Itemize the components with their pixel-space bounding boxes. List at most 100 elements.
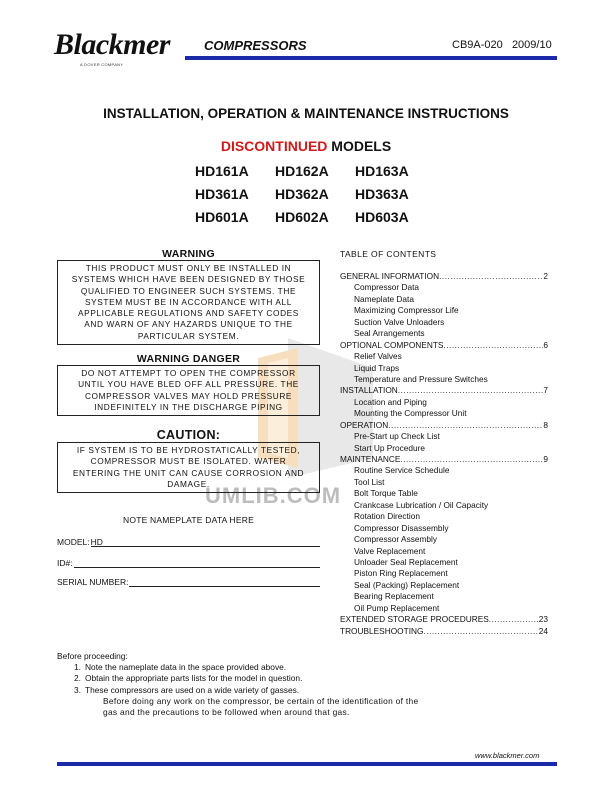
caution-line: DAMAGE. bbox=[167, 478, 210, 489]
danger-line: DO NOT ATTEMPT TO OPEN THE COMPRESSOR bbox=[81, 368, 296, 378]
caution-text: IF SYSTEM IS TO BE HYDROSTATICALLY TESTE… bbox=[57, 442, 320, 494]
caution-heading: CAUTION: bbox=[156, 428, 221, 442]
toc-entry-text: MAINTENANCE bbox=[340, 454, 401, 464]
toc-entry-text: Pre-Start up Check List bbox=[354, 431, 440, 442]
warning-line: PARTICULAR SYSTEM. bbox=[137, 330, 240, 341]
toc-entry-text: Bearing Replacement bbox=[354, 591, 434, 602]
toc-entry-text: Mounting the Compressor Unit bbox=[354, 408, 467, 419]
toc-entry-text: Location and Piping bbox=[354, 396, 427, 407]
toc-leader-dots: ........................................… bbox=[388, 419, 544, 430]
serial-field: SERIAL NUMBER: bbox=[57, 577, 320, 587]
note-continuation: Before doing any work on the compressor,… bbox=[103, 695, 419, 706]
toc-subentry[interactable]: Seal (Packing) Replacement bbox=[340, 580, 548, 591]
warning-line: AND WARN OF ANY HAZARDS UNIQUE TO THE bbox=[84, 319, 293, 330]
toc-entry[interactable]: GENERAL INFORMATION.....................… bbox=[340, 271, 548, 282]
toc-entry-text: EXTENDED STORAGE PROCEDURES bbox=[340, 614, 489, 625]
model-name: HD602A bbox=[275, 209, 329, 225]
model-name: HD163A bbox=[355, 163, 409, 179]
toc-subentry[interactable]: Routine Service Schedule bbox=[340, 465, 548, 476]
toc-entry-text: Tool List bbox=[354, 476, 385, 487]
model-row: HD161A HD162A HD163A bbox=[195, 163, 435, 186]
toc-subentry[interactable]: Valve Replacement bbox=[340, 546, 548, 557]
footer-rule bbox=[57, 762, 557, 766]
toc-leader-dots: ........................................… bbox=[439, 271, 543, 281]
model-field-value[interactable]: HD bbox=[90, 537, 320, 547]
warning-text: THIS PRODUCT MUST ONLY BE INSTALLED IN S… bbox=[57, 260, 320, 346]
page-header: Blackmer A DOVER COMPANY COMPRESSORS CB9… bbox=[0, 0, 612, 80]
footer-url[interactable]: www.blackmer.com bbox=[475, 751, 540, 760]
toc-subentry[interactable]: Compressor Data bbox=[340, 282, 548, 293]
toc-entry-text: GENERAL INFORMATION bbox=[340, 271, 440, 281]
toc-title: TABLE OF CONTENTS bbox=[340, 249, 437, 259]
toc-entry-text: Nameplate Data bbox=[354, 293, 414, 304]
toc-entry[interactable]: OPTIONAL COMPONENTS.....................… bbox=[340, 340, 548, 351]
doc-date: 2009/10 bbox=[511, 39, 552, 51]
note-number: 1. bbox=[74, 662, 81, 673]
warning-line: THIS PRODUCT MUST ONLY BE INSTALLED IN bbox=[85, 263, 292, 273]
toc-page-number: 24 bbox=[538, 625, 548, 636]
toc-entry-text: Piston Ring Replacement bbox=[354, 568, 448, 579]
toc-subentry[interactable]: Location and Piping bbox=[340, 397, 548, 408]
discontinued-label: DISCONTINUED bbox=[220, 138, 328, 154]
toc-page-number: 9 bbox=[543, 454, 548, 464]
toc-entry-text: Bolt Torque Table bbox=[354, 488, 418, 499]
toc-subentry[interactable]: Compressor Assembly bbox=[340, 534, 548, 545]
serial-field-value[interactable] bbox=[129, 577, 320, 587]
toc-subentry[interactable]: Relief Valves bbox=[340, 351, 548, 362]
toc-subentry[interactable]: Bolt Torque Table bbox=[340, 488, 548, 499]
toc-subentry[interactable]: Temperature and Pressure Switches bbox=[340, 374, 548, 385]
toc-entry[interactable]: INSTALLATION............................… bbox=[340, 385, 548, 396]
toc-subentry[interactable]: Maximizing Compressor Life bbox=[340, 305, 548, 316]
danger-line: COMPRESSOR VALVES MAY HOLD PRESSURE bbox=[84, 390, 293, 401]
toc-subentry[interactable]: Nameplate Data bbox=[340, 294, 548, 305]
toc-leader-dots: ........................................… bbox=[443, 339, 543, 350]
note-number: 3. bbox=[74, 684, 81, 695]
warning-box: WARNING THIS PRODUCT MUST ONLY BE INSTAL… bbox=[57, 248, 320, 346]
toc-subentry[interactable]: Piston Ring Replacement bbox=[340, 568, 548, 579]
toc-leader-dots: ........................................… bbox=[400, 454, 544, 464]
toc-subentry[interactable]: Pre-Start up Check List bbox=[340, 431, 548, 442]
toc-subentry[interactable]: Suction Valve Unloaders bbox=[340, 317, 548, 328]
toc-subentry[interactable]: Liquid Traps bbox=[340, 363, 548, 374]
toc-subentry[interactable]: Rotation Direction bbox=[340, 511, 548, 522]
warning-line: SYSTEMS WHICH HAVE BEEN DESIGNED BY THOS… bbox=[71, 274, 306, 285]
toc-entry-text: INSTALLATION bbox=[340, 385, 398, 396]
toc-subentry[interactable]: Oil Pump Replacement bbox=[340, 603, 548, 614]
warning-line: APPLICABLE REGULATIONS AND SAFETY CODES bbox=[78, 308, 299, 319]
note-text: Note the nameplate data in the space pro… bbox=[85, 662, 287, 673]
toc-entry[interactable]: OPERATION...............................… bbox=[340, 420, 548, 431]
model-name: HD601A bbox=[195, 209, 249, 225]
toc-entry[interactable]: MAINTENANCE.............................… bbox=[340, 454, 548, 465]
note-text: These compressors are used on a wide var… bbox=[85, 684, 300, 695]
notes-section: Before proceeding: 1. Note the nameplate… bbox=[57, 651, 527, 718]
toc-subentry[interactable]: Seal Arrangements bbox=[340, 328, 548, 339]
toc-subentry[interactable]: Unloader Seal Replacement bbox=[340, 557, 548, 568]
note-text: Obtain the appropriate parts lists for t… bbox=[85, 673, 303, 684]
toc-entry[interactable]: TROUBLESHOOTING.........................… bbox=[340, 626, 548, 637]
danger-line: UNTIL YOU HAVE BLED OFF ALL PRESSURE. TH… bbox=[78, 379, 299, 390]
note-number: 2. bbox=[74, 673, 81, 684]
toc-entry[interactable]: EXTENDED STORAGE PROCEDURES.............… bbox=[340, 614, 548, 625]
id-field: ID#: bbox=[57, 558, 320, 568]
model-field: MODEL: HD bbox=[57, 537, 320, 547]
danger-heading: WARNING DANGER bbox=[136, 353, 241, 365]
caution-line: COMPRESSOR MUST BE ISOLATED. WATER bbox=[90, 456, 287, 467]
toc-subentry[interactable]: Crankcase Lubrication / Oil Capacity bbox=[340, 500, 548, 511]
toc-subentry[interactable]: Tool List bbox=[340, 477, 548, 488]
id-field-value[interactable] bbox=[73, 558, 320, 568]
model-name: HD603A bbox=[355, 209, 409, 225]
toc-page-number: 7 bbox=[543, 385, 548, 396]
model-name: HD162A bbox=[275, 163, 329, 179]
toc-subentry[interactable]: Start Up Procedure bbox=[340, 443, 548, 454]
caution-line: ENTERING THE UNIT CAN CAUSE CORROSION AN… bbox=[72, 467, 305, 478]
toc-entry-text: Maximizing Compressor Life bbox=[354, 305, 459, 316]
toc-subentry[interactable]: Mounting the Compressor Unit bbox=[340, 408, 548, 419]
toc-subentry[interactable]: Compressor Disassembly bbox=[340, 523, 548, 534]
toc-page-number: 2 bbox=[543, 271, 548, 281]
models-heading: DISCONTINUED MODELS bbox=[0, 138, 612, 154]
serial-field-label: SERIAL NUMBER: bbox=[57, 577, 129, 587]
header-doc-number: CB9A-020 2009/10 bbox=[452, 39, 552, 51]
danger-box: WARNING DANGER DO NOT ATTEMPT TO OPEN TH… bbox=[57, 353, 320, 417]
toc-entry-text: TROUBLESHOOTING bbox=[340, 625, 424, 636]
toc-subentry[interactable]: Bearing Replacement bbox=[340, 591, 548, 602]
